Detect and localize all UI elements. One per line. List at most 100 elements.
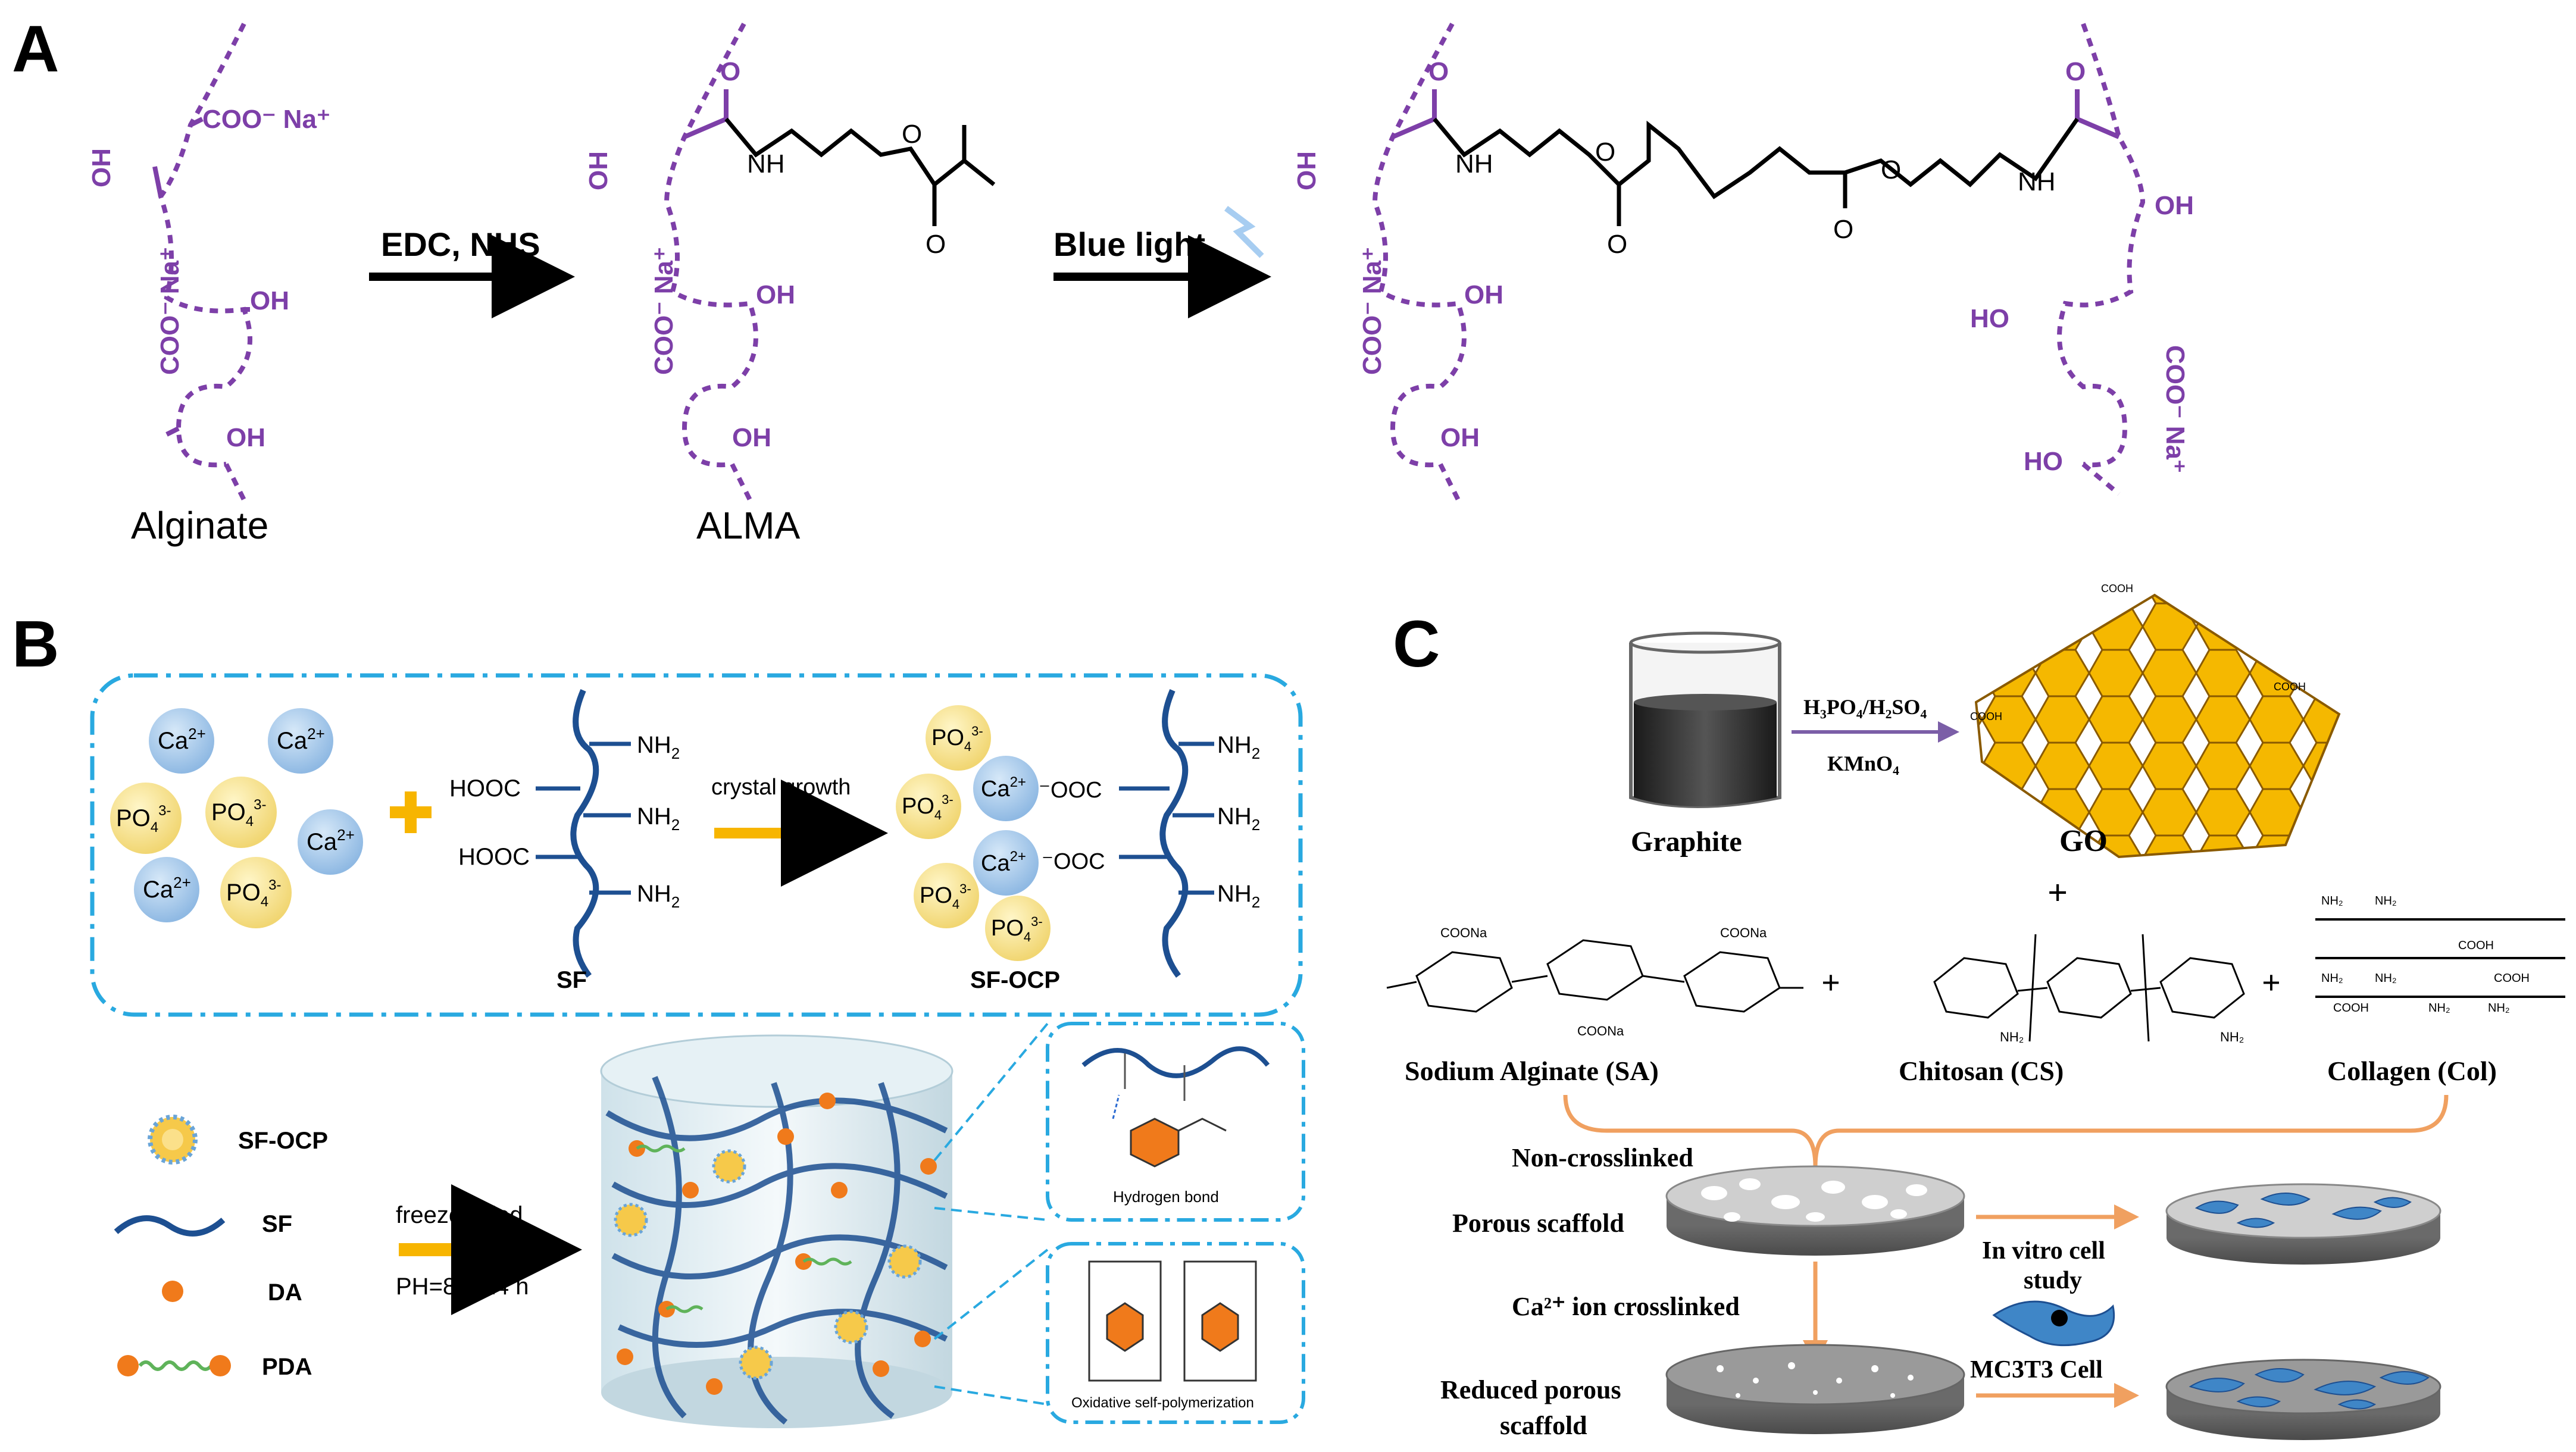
coona-label: COONa [1577,1024,1624,1038]
svg-text:SF-OCP: SF-OCP [238,1128,328,1154]
po4-ion: PO43- [110,783,182,854]
o-label: O [1881,155,1901,184]
legend-item-sf-ocp: SF-OCP [148,1115,328,1165]
o-label: O [1428,57,1449,86]
svg-text:PO43-: PO43- [211,797,267,830]
ion-box-outline [90,673,1303,1017]
po4-ion: PO43- [914,863,979,928]
reagent-top-label: H₃PO₄/H₂SO₄ [1803,695,1927,719]
chitosan-label: Chitosan (CS) [1899,1056,2064,1086]
coo-na-vertical-label: COO⁻ Na⁺ [1358,247,1387,375]
cooh-label: COOH [2274,681,2306,693]
coo-na-vertical-label: COO⁻ Na⁺ [2161,345,2190,473]
nh2-label: NH₂ [2321,894,2343,908]
collagen-structure: NH₂ NH₂ COOH NH₂ NH₂ COOH COOH NH₂ NH₂ [2315,894,2565,1015]
coona-label: COONa [1440,925,1487,940]
zoom-connector-lines [933,1022,1049,1406]
panel-c: C Graphite H₃PO₄/H₂SO₄ KMnO₄ COOH COOH C… [1386,583,2565,1440]
freeze-dried-label: freeze-dried [396,1202,523,1228]
ca-ion: Ca2+ [149,708,214,774]
nh2-label: NH2 [637,881,680,911]
plus-sign: + [1821,965,1840,1002]
sf-label: SF [557,967,587,993]
panel-label-b: B [12,608,59,681]
ca-ion: Ca2+ [268,708,333,774]
hooc-label: HOOC [449,775,521,802]
oh-label: OH [2155,191,2194,220]
reduced-scaffold-label-2: scaffold [1500,1411,1587,1440]
panel-b: B Ca2+ Ca2+ PO43- PO43- Ca2+ Ca2+ PO43- [12,608,1305,1428]
po4-ion: PO43- [205,777,277,848]
svg-text:Ca2+: Ca2+ [307,826,355,855]
panel-label-a: A [12,12,59,86]
coo-na-vertical-label: COO⁻ Na⁺ [155,247,185,375]
o-label: O [2065,57,2086,86]
alginate-structure [152,23,252,501]
legend: SF-OCP SF DA PDA [114,1115,328,1380]
porous-scaffold-disc [1665,1165,1965,1256]
cooh-label: COOH [1970,711,2002,722]
ho-label: HO [1970,304,2009,333]
in-vitro-label: In vitro cell [1982,1237,2105,1265]
cooh-label: COOH [2101,583,2133,594]
o-label: O [720,57,740,86]
oh-label: OH [1464,280,1503,309]
svg-text:PO43-: PO43- [116,803,171,835]
graphite-label: Graphite [1631,826,1742,858]
po4-ion: PO43- [926,705,991,771]
ph-label: PH=8.5,24 h [396,1273,529,1300]
oh-label: OH [756,280,795,309]
po4-ion: PO43- [220,857,292,928]
mc3t3-cell-icon [1992,1300,2115,1347]
panel-a: A OH COO⁻ Na⁺ COO⁻ Na⁺ OH OH Alginate ED… [12,12,2194,547]
plus-sign: + [2262,965,2281,1002]
svg-text:SF: SF [262,1211,292,1237]
nh2-label: NH₂ [2428,1002,2450,1015]
graphene-oxide-sheet-icon: COOH COOH COOH [1970,583,2341,859]
cell-seeded-disc-bottom [2165,1359,2441,1440]
ca-ion: Ca2+ [973,756,1039,821]
ooc-label: ⁻OOC [1042,849,1105,874]
nh2-label: NH₂ [2375,894,2397,908]
graphite-beaker-icon [1629,631,1781,808]
svg-text:Ca2+: Ca2+ [277,725,325,754]
svg-text:PO43-: PO43- [931,724,983,754]
in-vitro-label-2: study [2024,1267,2082,1294]
plus-sign: + [2047,873,2068,912]
legend-item-pda: PDA [117,1354,312,1380]
sodium-alginate-label: Sodium Alginate (SA) [1405,1056,1659,1086]
sodium-alginate-structure: COONa COONa COONa [1386,925,1803,1038]
svg-text:PO43-: PO43- [226,877,282,910]
coona-label: COONa [1720,925,1767,940]
crosslinked-product-structure: O NH O O O O NH O OH COO⁻ Na⁺ OH OH OH H… [1292,23,2194,501]
porous-scaffold-label: Porous scaffold [1452,1209,1624,1238]
reduced-scaffold-label: Reduced porous [1440,1375,1621,1404]
hooc-label: HOOC [458,844,530,870]
po4-ion: PO43- [896,774,961,839]
svg-text:Ca2+: Ca2+ [981,849,1026,876]
svg-text:DA: DA [268,1279,302,1306]
o-label: O [1833,215,1853,244]
sf-ocp-group: PO43- Ca2+ PO43- Ca2+ PO43- PO43- ⁻OOC ⁻… [896,705,1105,961]
arrow-crystal-growth-label: crystal growth [711,775,851,800]
nh2-label: NH2 [1217,732,1260,762]
arrow-blue-light-label: Blue light [1053,226,1205,263]
sf-chain: NH2 NH2 NH2 HOOC HOOC SF [449,689,680,993]
svg-text:Ca2+: Ca2+ [981,774,1026,802]
reagent-bottom-label: KMnO₄ [1827,752,1899,775]
nh-label: NH [747,149,785,179]
oh-label: OH [87,148,116,187]
go-label: GO [2059,824,2108,858]
nh2-label: NH₂ [2220,1029,2244,1044]
hydrogen-bond-label: Hydrogen bond [1113,1188,1219,1206]
legend-item-da: DA [162,1279,302,1306]
ho-label: HO [2024,447,2063,476]
nh-label: NH [2018,167,2056,196]
cell-seeded-disc-top [2165,1183,2441,1265]
nh2-label: NH2 [637,732,680,762]
svg-text:PO43-: PO43- [902,792,954,822]
cooh-label: COOH [2458,939,2494,952]
cooh-label: COOH [2494,972,2530,985]
arrow-edc-nhs-label: EDC, NHS [381,226,540,263]
